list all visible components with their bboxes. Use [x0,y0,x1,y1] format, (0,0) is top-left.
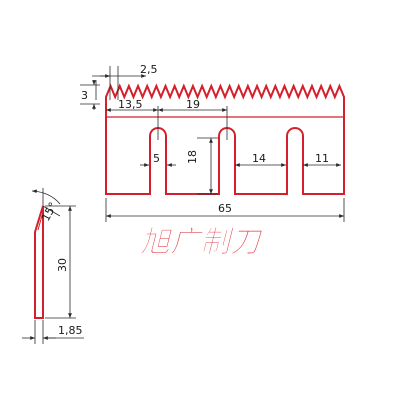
label-tooth-pitch: 2,5 [140,63,158,76]
dim-slot-gap: 14 [235,152,286,167]
label-blade-height: 30 [56,258,69,272]
dim-end-margin: 11 [303,152,341,167]
dim-slot-width: 5 [140,152,176,167]
label-total-length: 65 [218,202,232,215]
label-slot-width: 5 [153,152,160,165]
label-bevel-angle: 15° [39,200,60,223]
label-slot-spacing: 19 [186,98,200,111]
dim-blade-height: 30 [45,205,76,319]
dim-slot-depth: 18 [186,137,218,195]
label-tooth-height: 3 [81,89,88,102]
side-profile-outline [34,205,44,319]
dim-blade-thickness: 1,85 [22,320,84,344]
side-profile [34,205,44,319]
dim-tooth-height: 3 [80,80,100,110]
label-slot-gap: 14 [252,152,266,165]
dim-slot-spacing: 19 [158,98,228,140]
label-end-margin: 11 [315,152,329,165]
label-blade-thickness: 1,85 [58,324,83,337]
dim-total-length: 65 [105,198,345,222]
label-slot-depth: 18 [186,150,199,164]
watermark-text: 旭广制刀 [139,225,264,260]
label-first-slot-offset: 13,5 [118,98,143,111]
dim-tooth-pitch: 2,5 [92,63,158,100]
blade-outline [105,83,345,195]
